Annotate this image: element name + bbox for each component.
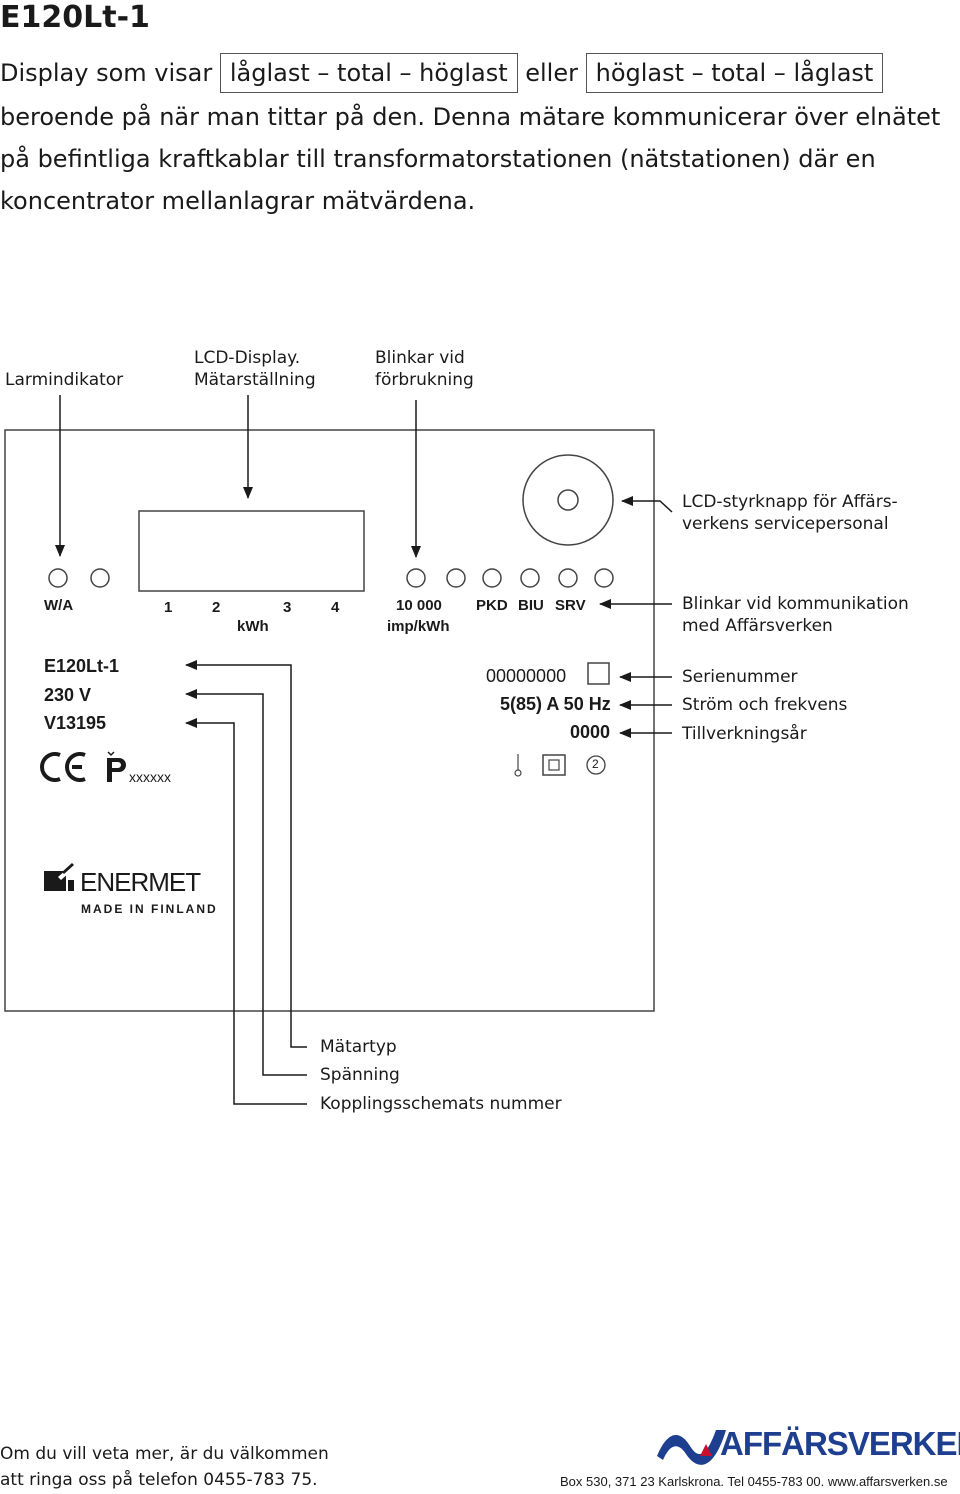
- ce-mark-logo: [40, 752, 86, 782]
- pkd-marking: PKD: [476, 597, 508, 614]
- footer-contact-line-2: att ringa oss på telefon 0455-783 75.: [0, 1470, 318, 1490]
- meter-voltage: 230 V: [44, 685, 92, 705]
- accuracy-class: 2: [592, 757, 599, 771]
- meter-type-label: Mätartyp: [320, 1037, 397, 1057]
- wiring-scheme-label: Kopplingsschemats nummer: [320, 1094, 562, 1114]
- page-title: E120Lt-1: [0, 0, 150, 35]
- display-order-option-1: låglast – total – höglast: [219, 53, 518, 93]
- srv-led: [558, 568, 578, 588]
- communication-label-line-2: med Affärsverken: [682, 616, 833, 636]
- intro-prefix: Display som visar: [0, 59, 213, 87]
- lcd-control-button: [522, 454, 614, 546]
- wa-marking: W/A: [44, 597, 74, 614]
- tariff-3-marking: 3: [283, 599, 292, 616]
- impulse-unit: imp/kWh: [387, 618, 450, 635]
- biu-led: [520, 568, 540, 588]
- enermet-brand: ENERMET: [80, 867, 201, 897]
- meter-model: E120Lt-1: [44, 656, 120, 676]
- alarm-indicator-label: Larmindikator: [5, 370, 124, 390]
- enermet-logo-mark: [44, 863, 77, 891]
- intro-line-1: Display som visar låglast – total – högl…: [0, 52, 884, 94]
- meter-serial-number: 00000000: [486, 666, 567, 686]
- double-insulation-symbol: [542, 754, 566, 776]
- affarsverken-logo-text: AFFÄRSVERKEN: [720, 1425, 960, 1462]
- display-order-option-2: höglast – total – låglast: [585, 53, 884, 93]
- impulse-constant: 10 000: [396, 597, 442, 614]
- alarm-led: [48, 568, 68, 588]
- consumption-blink-label-line-2: förbrukning: [375, 370, 474, 390]
- made-in-finland: MADE IN FINLAND: [81, 902, 218, 916]
- approval-mark: [107, 751, 126, 782]
- communication-led: [594, 568, 614, 588]
- kwh-unit: kWh: [237, 618, 269, 635]
- lcd-control-button-center: [557, 489, 579, 511]
- footer-address: Box 530, 371 23 Karlskrona. Tel 0455-783…: [560, 1474, 948, 1489]
- wa-led: [90, 568, 110, 588]
- lcd-display-label-line-1: LCD-Display.: [194, 348, 301, 368]
- serial-number-label: Serienummer: [682, 667, 798, 687]
- lcd-display: [138, 510, 365, 592]
- srv-marking: SRV: [555, 597, 586, 614]
- led-5: [446, 568, 466, 588]
- tariff-1-marking: 1: [164, 599, 173, 616]
- intro-line-3: på befintliga kraftkablar till transform…: [0, 145, 876, 173]
- intro-middle: eller: [525, 59, 578, 87]
- intro-line-4: koncentrator mellanlagrar mätvärdena.: [0, 187, 476, 215]
- meter-manufacture-year: 0000: [570, 722, 611, 742]
- accuracy-class-circle: [586, 755, 606, 775]
- tariff-2-marking: 2: [212, 599, 221, 616]
- approval-code: xxxxxx: [129, 769, 171, 785]
- control-button-label-line-1: LCD-styrknapp för Affärs-: [682, 492, 898, 512]
- pkd-led: [482, 568, 502, 588]
- manufacture-year-label: Tillverkningsår: [682, 724, 807, 744]
- tariff-4-marking: 4: [331, 599, 340, 616]
- meter-scheme-number: V13195: [44, 713, 107, 733]
- meter-faceplate: [4, 429, 655, 1012]
- affarsverken-logo-mark: [657, 1430, 726, 1465]
- voltage-label: Spänning: [320, 1065, 400, 1085]
- control-button-label-line-2: verkens servicepersonal: [682, 514, 889, 534]
- serial-box: [587, 662, 610, 685]
- intro-line-2: beroende på när man tittar på den. Denna…: [0, 103, 941, 131]
- consumption-led: [406, 568, 426, 588]
- biu-marking: BIU: [518, 597, 544, 614]
- lcd-display-label-line-2: Mätarställning: [194, 370, 316, 390]
- consumption-blink-label-line-1: Blinkar vid: [375, 348, 465, 368]
- meter-current-frequency: 5(85) A 50 Hz: [500, 694, 611, 714]
- footer-contact-line-1: Om du vill veta mer, är du välkommen: [0, 1444, 329, 1464]
- current-frequency-label: Ström och frekvens: [682, 695, 848, 715]
- communication-label-line-1: Blinkar vid kommunikation: [682, 594, 909, 614]
